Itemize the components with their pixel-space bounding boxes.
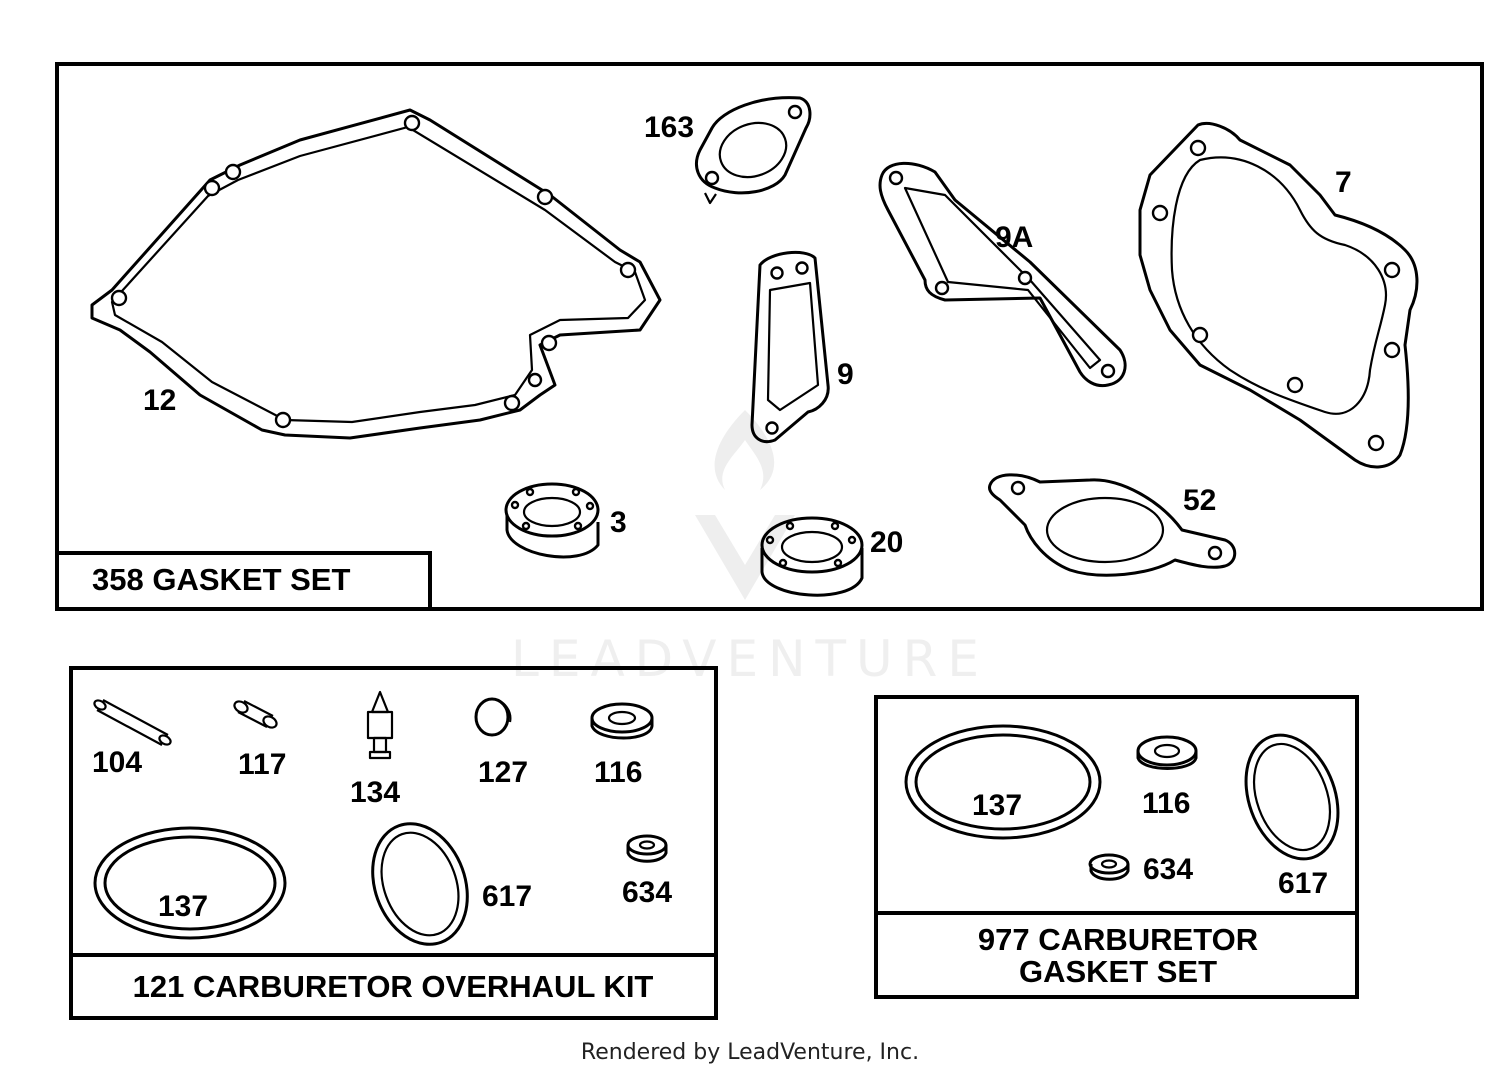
part-617-ring-2 (1244, 733, 1340, 861)
carb-gasket-set-caption-line1: 977 CARBURETOR (978, 922, 1258, 957)
seal-3 (504, 482, 600, 559)
label-617-2: 617 (1278, 867, 1328, 900)
overhaul-kit-frame (69, 666, 718, 1020)
gasket-set-caption: 358 GASKET SET (92, 562, 350, 597)
label-52: 52 (1183, 484, 1216, 517)
label-137-2: 137 (972, 789, 1022, 822)
label-116-2: 116 (1142, 787, 1190, 820)
label-20: 20 (870, 526, 903, 559)
label-634-2: 634 (1143, 853, 1193, 886)
part-117-tube (233, 700, 278, 729)
gasket-9a (878, 161, 1127, 388)
part-617-ring (371, 822, 469, 946)
label-163: 163 (644, 111, 694, 144)
gasket-52 (988, 473, 1237, 577)
carb-gasket-set-frame (874, 695, 1359, 999)
part-116-washer (590, 702, 654, 740)
carb-gasket-set-panel: 977 CARBURETOR GASKET SET 137 116 634 61… (874, 695, 1359, 999)
part-137-ring-2 (904, 724, 1102, 840)
part-127-plug (474, 697, 512, 737)
label-137: 137 (158, 890, 208, 923)
seal-20 (760, 516, 864, 597)
part-134-needle (366, 690, 394, 760)
label-12: 12 (143, 384, 176, 417)
label-9: 9 (837, 358, 854, 391)
carb-gasket-set-caption-line2: GASKET SET (1019, 954, 1217, 989)
label-617: 617 (482, 880, 532, 913)
part-634-washer-2 (1088, 853, 1130, 881)
gasket-set-frame (55, 62, 1484, 611)
label-116: 116 (594, 756, 642, 789)
label-127: 127 (478, 756, 528, 789)
label-7: 7 (1335, 166, 1352, 199)
part-137-ring (93, 826, 287, 940)
part-634-washer (626, 834, 668, 863)
label-9a: 9A (995, 221, 1033, 254)
footer-credit: Rendered by LeadVenture, Inc. (580, 1040, 920, 1065)
gasket-set-panel: 358 GASKET SET 12 163 (55, 62, 1484, 611)
watermark: LEADVENTURE (511, 410, 989, 688)
label-134: 134 (350, 776, 400, 809)
gasket-7 (1138, 122, 1419, 469)
gasket-set-caption-box (55, 551, 432, 611)
overhaul-kit-panel: 121 CARBURETOR OVERHAUL KIT 104 117 134 (69, 666, 718, 1020)
gasket-163 (695, 96, 812, 205)
label-3: 3 (610, 506, 627, 539)
label-634: 634 (622, 876, 672, 909)
label-104: 104 (92, 746, 142, 779)
gasket-9 (750, 250, 830, 444)
watermark-text: LEADVENTURE (511, 630, 989, 688)
part-104-pin (93, 699, 172, 746)
label-117: 117 (238, 748, 286, 781)
gasket-12 (90, 108, 662, 440)
part-116-washer-2 (1136, 735, 1198, 770)
overhaul-kit-caption: 121 CARBURETOR OVERHAUL KIT (133, 969, 654, 1004)
